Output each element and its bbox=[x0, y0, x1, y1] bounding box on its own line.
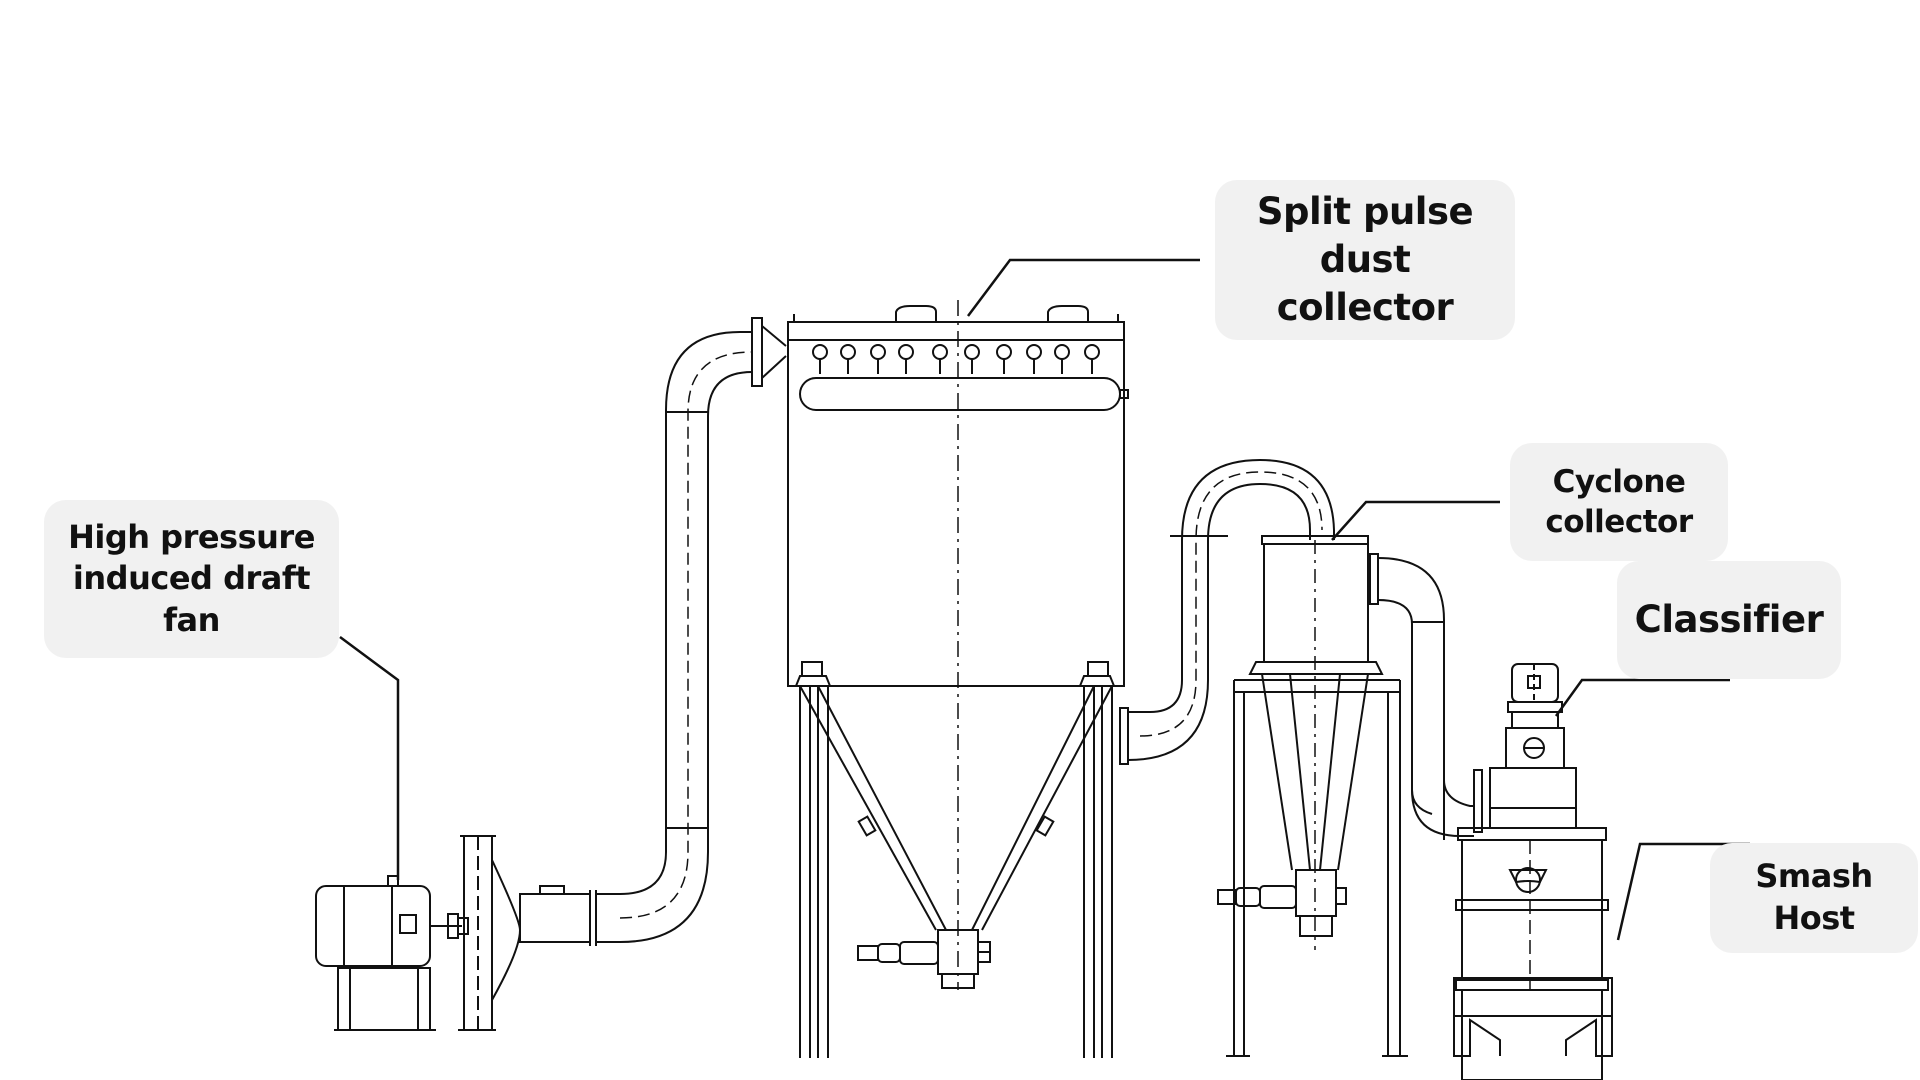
classifier-leader bbox=[1556, 680, 1730, 716]
classifier bbox=[1490, 664, 1576, 828]
cyclone-leader bbox=[1332, 502, 1500, 540]
collector-legs bbox=[796, 662, 1114, 1058]
smash-host bbox=[1454, 828, 1612, 1080]
dust-collector-leader bbox=[968, 260, 1200, 316]
high-pressure-fan-label: High pressure induced draft fan bbox=[44, 500, 339, 658]
split-pulse-dust-collector bbox=[788, 300, 1128, 1058]
fan-to-collector-pipe bbox=[620, 318, 786, 942]
leader-lines bbox=[340, 260, 1750, 940]
split-pulse-dust-collector-label: Split pulse dust collector bbox=[1215, 180, 1515, 340]
classifier-label: Classifier bbox=[1617, 561, 1841, 679]
induced-draft-fan bbox=[316, 836, 620, 1030]
pulse-valves bbox=[813, 345, 1099, 374]
smash-host-label: Smash Host bbox=[1710, 843, 1918, 953]
smash-host-leader bbox=[1618, 844, 1750, 940]
cyclone-to-collector-pipe bbox=[1120, 460, 1340, 764]
cyclone-collector bbox=[1218, 536, 1408, 1056]
cyclone-collector-label: Cyclone collector bbox=[1510, 443, 1728, 561]
fan-leader bbox=[340, 637, 398, 880]
classifier-to-cyclone-pipe bbox=[1370, 554, 1482, 840]
